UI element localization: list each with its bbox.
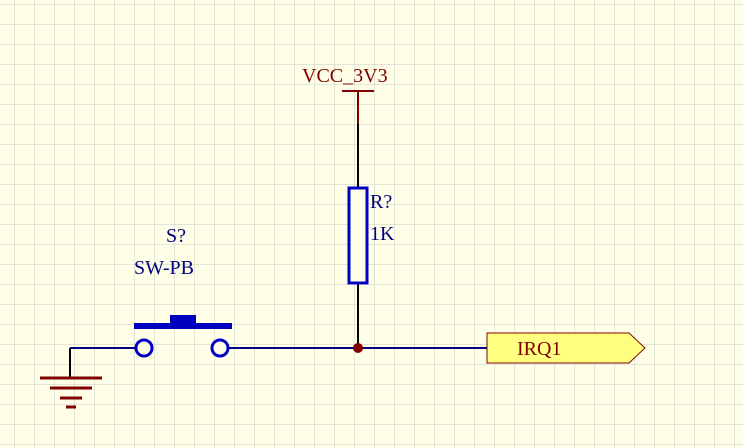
switch-designator: S? [166,225,186,247]
switch-contact-right [210,338,230,358]
switch-contact-left [134,338,154,358]
junction-dot [353,343,363,353]
net-port-label: IRQ1 [517,338,561,360]
net-port-shape [486,332,646,364]
resistor[interactable]: R? 1K [347,186,395,285]
resistor-value: 1K [370,223,395,245]
net-port-irq1[interactable]: IRQ1 [486,332,646,364]
push-button-switch[interactable]: S? SW-PB [134,225,232,358]
switch-part-name: SW-PB [134,257,194,279]
resistor-designator: R? [370,191,392,213]
ground-symbol[interactable] [40,376,102,409]
switch-actuator-bar [134,323,232,329]
resistor-body [347,186,369,285]
power-port-vcc[interactable]: VCC_3V3 [302,65,388,124]
wires [69,124,487,378]
switch-plunger [170,315,196,325]
power-port-label: VCC_3V3 [302,65,388,87]
